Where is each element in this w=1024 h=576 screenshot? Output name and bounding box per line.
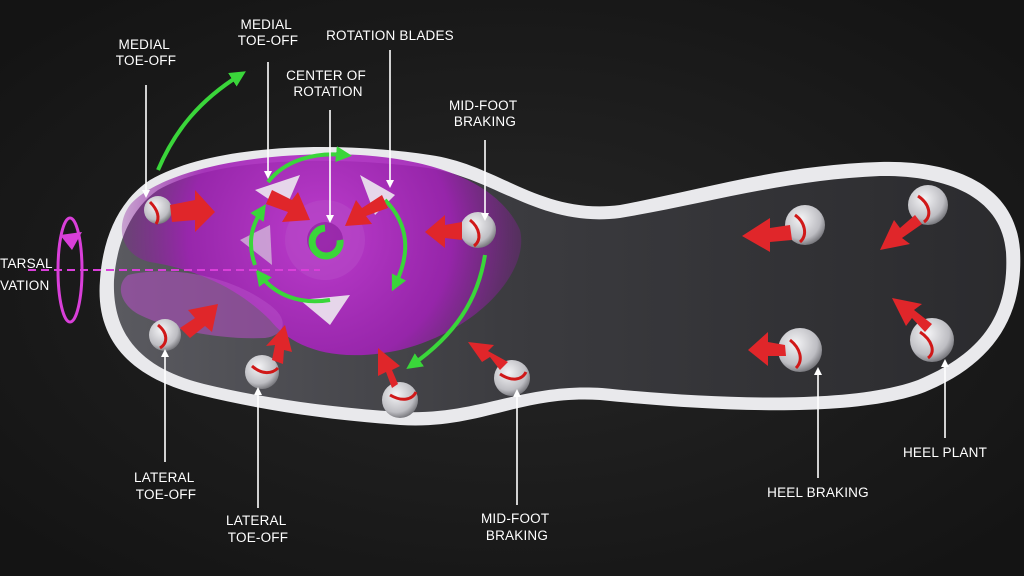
force-arrow	[425, 215, 462, 248]
stud-heel-plant-bottom	[910, 318, 954, 362]
stud-heel-plant-top	[908, 185, 948, 225]
rotation-axis-loop	[56, 216, 84, 324]
force-arrow	[468, 342, 508, 370]
stud-lateral-toe-center	[245, 355, 280, 389]
studs	[144, 185, 954, 418]
stud-lateral-toe-left	[149, 319, 181, 351]
force-arrow	[345, 195, 388, 226]
label-metatarsal-rotation: TARSAL VATION	[0, 256, 56, 293]
rotation-circle-arrow-right	[383, 198, 408, 292]
force-arrow	[742, 218, 792, 252]
stud-heel-braking-bottom	[778, 328, 822, 372]
rotation-blade	[240, 225, 272, 265]
pointer-lines	[142, 50, 949, 508]
label-lateral-toe-off-center: LATERAL TOE-OFF	[226, 513, 290, 545]
rotation-circle-arrow-bottom	[255, 269, 331, 304]
force-arrow	[266, 325, 292, 364]
center-spiral-icon	[308, 224, 344, 260]
label-heel-plant: HEEL PLANT	[903, 445, 987, 460]
force-arrow	[880, 215, 922, 250]
label-mid-foot-braking-bottom: MID-FOOT BRAKING	[481, 511, 553, 543]
medial-toe-rotation-arrow	[156, 71, 246, 171]
stud-midfoot-bottom-left	[382, 382, 418, 418]
midfoot-rotation-arrow	[406, 254, 487, 370]
stud-medial-toe	[144, 196, 172, 225]
label-center-of-rotation: CENTER OF ROTATION	[286, 68, 370, 99]
label-rotation-blades: ROTATION BLADES	[326, 28, 454, 43]
label-medial-toe-off-left: MEDIAL TOE-OFF	[116, 37, 176, 68]
stud-midfoot-top	[460, 212, 496, 248]
force-arrow	[170, 190, 215, 232]
force-arrow	[378, 348, 400, 388]
force-arrow	[180, 304, 218, 338]
stud-heel-braking-top	[785, 205, 825, 245]
rotation-arrows	[156, 71, 487, 370]
label-medial-toe-off-center: MEDIAL TOE-OFF	[238, 17, 298, 48]
force-arrow	[748, 332, 786, 366]
rotation-axis-arrowhead	[60, 232, 82, 250]
force-arrows	[170, 190, 932, 388]
label-heel-braking: HEEL BRAKING	[767, 485, 869, 500]
force-arrow	[892, 298, 932, 332]
metatarsal-rotation-axis	[28, 216, 320, 324]
label-lateral-toe-off-left: LATERAL TOE-OFF	[134, 470, 198, 502]
rotation-blade	[360, 175, 395, 215]
rotation-circle-arrow-top	[266, 146, 352, 184]
stud-midfoot-bottom-right	[494, 360, 530, 396]
force-arrow	[266, 190, 310, 222]
label-mid-foot-braking-top: MID-FOOT BRAKING	[449, 98, 521, 129]
rotation-circle-arrow-left	[248, 204, 266, 266]
